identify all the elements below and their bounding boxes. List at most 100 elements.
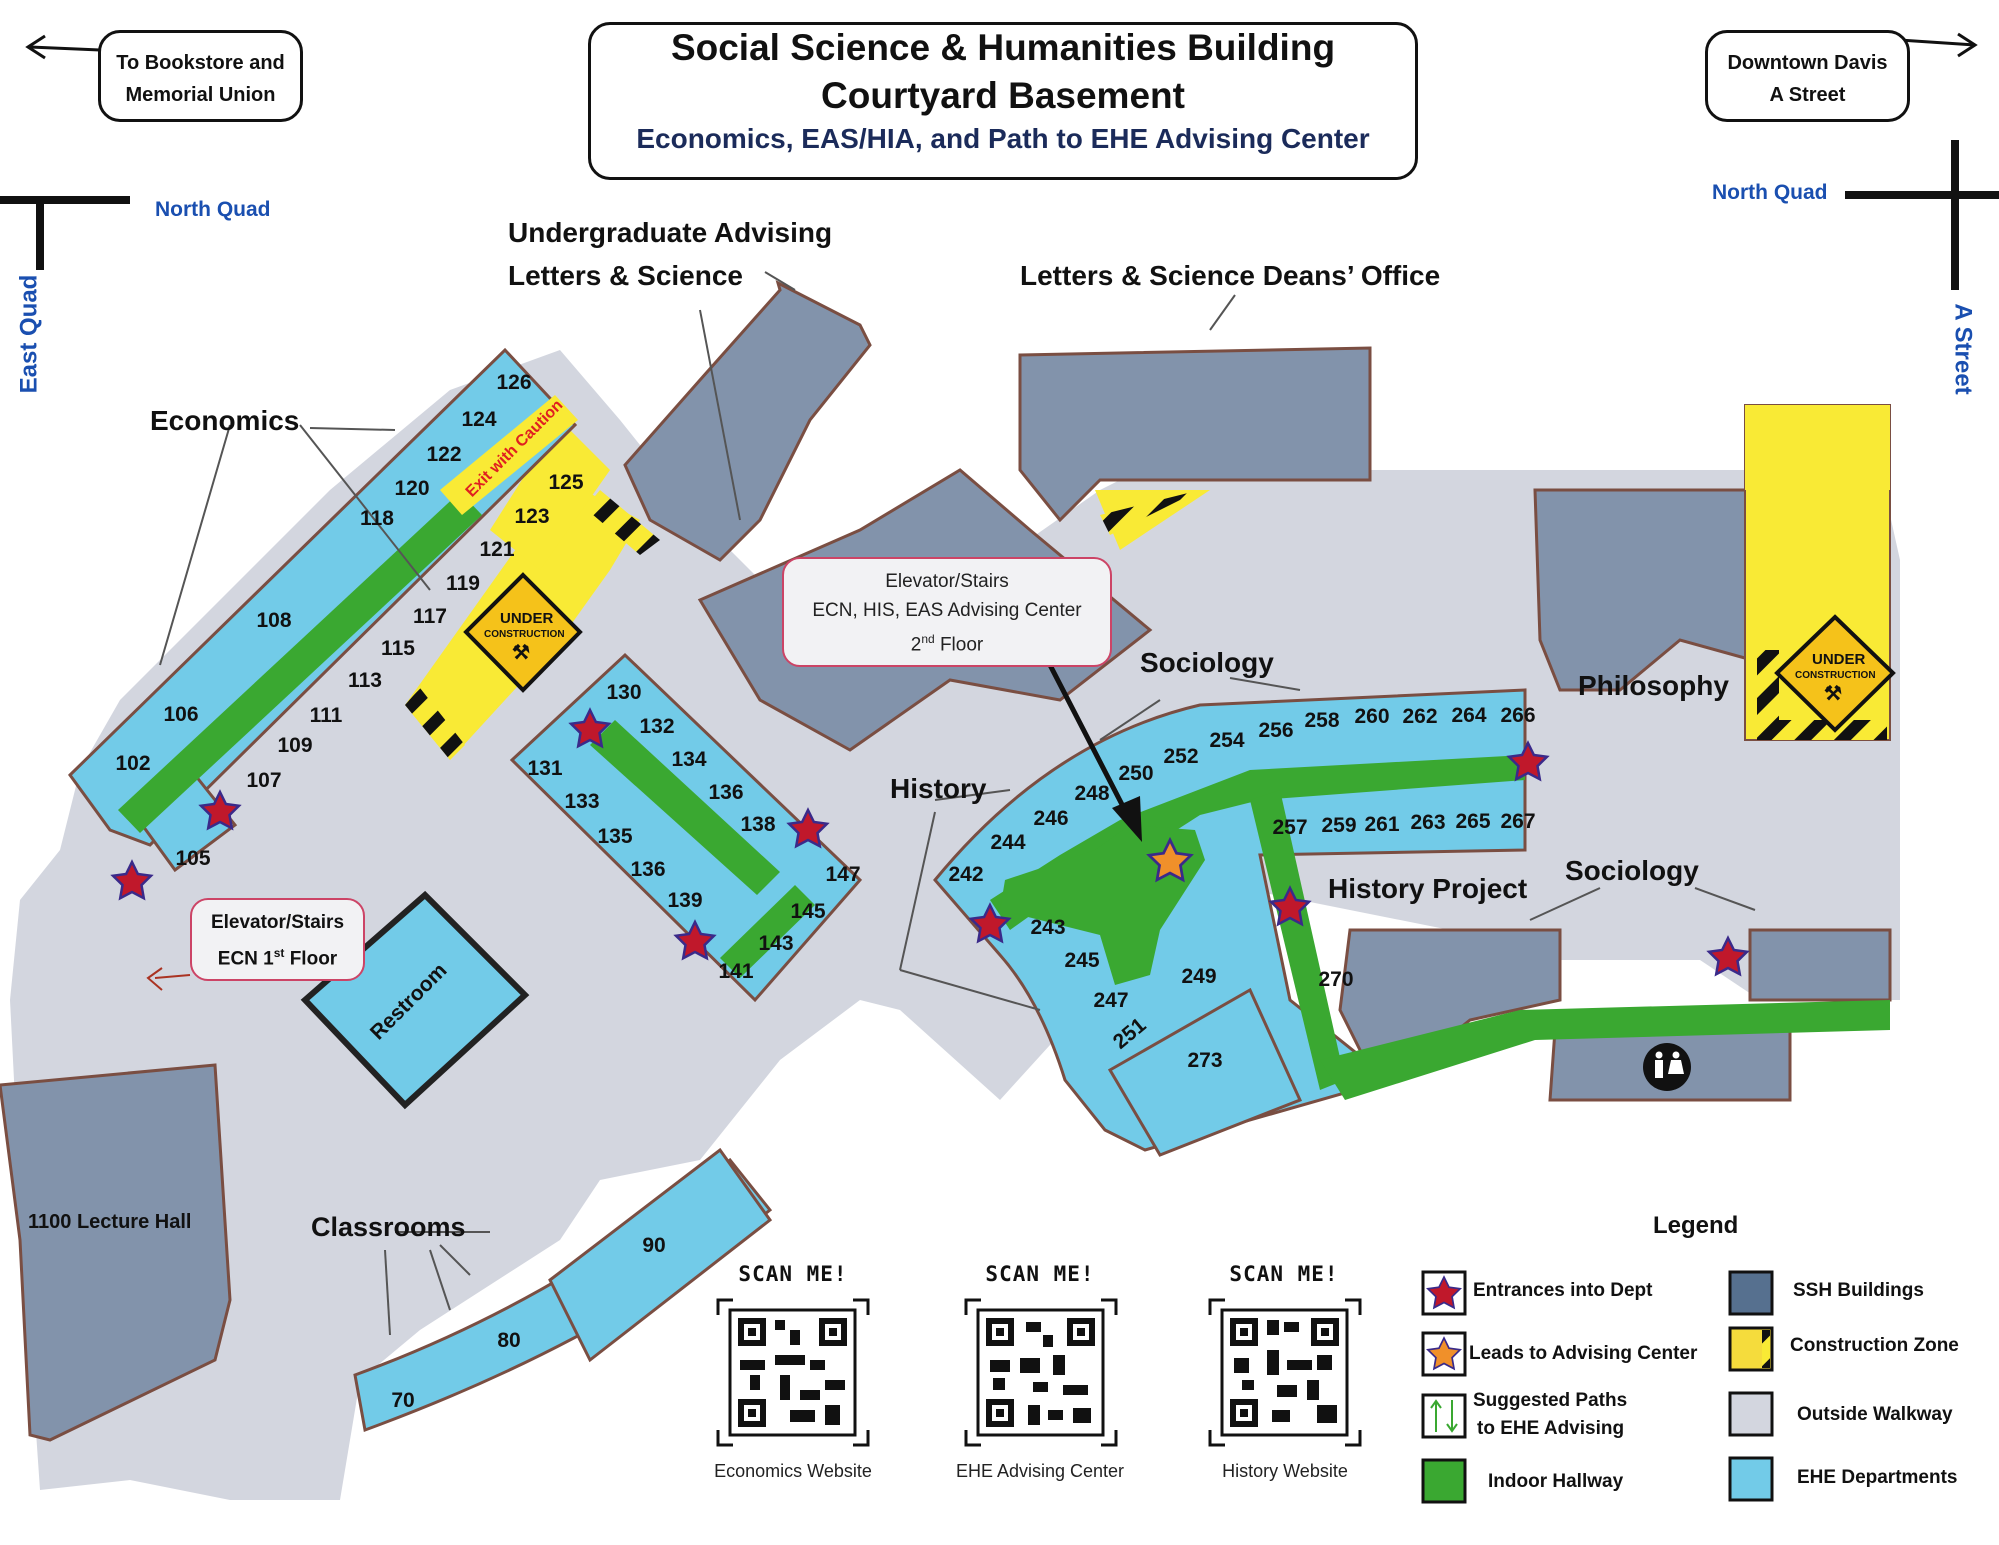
building-deans-office bbox=[1018, 346, 1372, 523]
room-126: 126 bbox=[496, 371, 532, 394]
elevator-2nd-line2: ECN, HIS, EAS Advising Center bbox=[812, 600, 1082, 621]
under-construction-sign-2 bbox=[1774, 614, 1896, 733]
room-102: 102 bbox=[115, 752, 151, 775]
sociology-top-label: Sociology bbox=[1140, 647, 1274, 678]
elevator-1st-arrow bbox=[146, 967, 191, 991]
elevator-2nd-floor-num: 2 bbox=[910, 634, 922, 656]
elevator-2nd-line3: 2nd Floor bbox=[784, 625, 1110, 659]
room-108: 108 bbox=[256, 609, 292, 632]
room-263: 263 bbox=[1410, 811, 1446, 834]
legend-ehe: EHE Departments bbox=[1797, 1467, 1958, 1488]
bookstore-sign: To Bookstore and Memorial Union bbox=[98, 30, 303, 122]
legend-hallway-swatch bbox=[1421, 1458, 1467, 1504]
room-242: 242 bbox=[948, 863, 984, 886]
elevator-2nd-floor-sup: nd bbox=[921, 632, 935, 646]
economics-label: Economics bbox=[150, 405, 300, 436]
restroom-block bbox=[300, 890, 530, 1110]
deans-office-label: Letters & Science Deans’ Office bbox=[1020, 260, 1441, 291]
construction-zone-econ-upper bbox=[490, 420, 610, 570]
room-113: 113 bbox=[348, 669, 382, 692]
room-119: 119 bbox=[446, 572, 480, 595]
room-266: 266 bbox=[1500, 704, 1536, 727]
room-147: 147 bbox=[825, 863, 861, 886]
room-80: 80 bbox=[497, 1329, 521, 1352]
room-265: 265 bbox=[1455, 810, 1491, 833]
room-109: 109 bbox=[277, 734, 313, 757]
under-label-1: UNDER bbox=[500, 610, 554, 627]
qr-caption-history: History Website bbox=[1222, 1461, 1348, 1481]
room-245: 245 bbox=[1064, 949, 1100, 972]
elevator-1st-callout: Elevator/Stairs ECN 1st Floor bbox=[190, 898, 365, 981]
sociology-right-label: Sociology bbox=[1565, 855, 1699, 886]
qr-caption-economics: Economics Website bbox=[714, 1461, 872, 1481]
room-117: 117 bbox=[413, 605, 447, 628]
room-257: 257 bbox=[1272, 816, 1308, 839]
room-254: 254 bbox=[1209, 729, 1245, 752]
bookstore-sign-line1: To Bookstore and bbox=[116, 52, 285, 74]
room-138: 138 bbox=[740, 813, 776, 836]
room-145: 145 bbox=[790, 900, 826, 923]
room-135: 135 bbox=[597, 825, 633, 848]
room-250: 250 bbox=[1118, 762, 1154, 785]
bookstore-sign-line2: Memorial Union bbox=[125, 84, 276, 106]
room-262: 262 bbox=[1402, 705, 1438, 728]
legend-hallway: Indoor Hallway bbox=[1488, 1471, 1624, 1492]
legend-paths-line1: Suggested Paths bbox=[1473, 1390, 1628, 1411]
corner-arrows bbox=[25, 32, 1978, 60]
room-134: 134 bbox=[671, 748, 707, 771]
legend-ehe-swatch bbox=[1728, 1456, 1774, 1502]
room-118: 118 bbox=[360, 507, 394, 530]
history-label: History bbox=[890, 773, 987, 804]
room-121: 121 bbox=[479, 538, 515, 561]
downtown-sign: Downtown Davis A Street bbox=[1705, 30, 1910, 122]
tools-icon-1: ⚒ bbox=[512, 642, 530, 664]
elevator-2nd-callout: Elevator/Stairs ECN, HIS, EAS Advising C… bbox=[782, 557, 1112, 667]
room-141: 141 bbox=[718, 960, 754, 983]
building-undergrad-advising bbox=[623, 280, 872, 562]
room-70: 70 bbox=[391, 1389, 415, 1412]
scan-me-label-3: SCAN ME! bbox=[1229, 1262, 1339, 1286]
undergrad-advising-label: Undergraduate Advising bbox=[508, 217, 833, 248]
legend-ssh: SSH Buildings bbox=[1793, 1280, 1924, 1301]
legend-leads: Leads to Advising Center bbox=[1469, 1343, 1698, 1364]
title-subtitle: Economics, EAS/HIA, and Path to EHE Advi… bbox=[636, 123, 1370, 154]
philosophy-label: Philosophy bbox=[1578, 670, 1729, 701]
legend-icons bbox=[1421, 1270, 1774, 1504]
room-264: 264 bbox=[1451, 704, 1487, 727]
room-258: 258 bbox=[1304, 709, 1340, 732]
qr-code-history bbox=[1220, 1308, 1349, 1437]
room-90: 90 bbox=[642, 1234, 666, 1257]
title-line2: Courtyard Basement bbox=[821, 75, 1185, 116]
legend-path-box bbox=[1421, 1393, 1467, 1439]
qr-code-ehe-advising bbox=[976, 1308, 1105, 1437]
classrooms-wing bbox=[353, 1147, 773, 1433]
classrooms-label: Classrooms bbox=[311, 1212, 466, 1242]
room-273: 273 bbox=[1187, 1049, 1223, 1072]
legend-walkway: Outside Walkway bbox=[1797, 1404, 1953, 1425]
room-124: 124 bbox=[461, 408, 497, 431]
downtown-sign-line1: Downtown Davis bbox=[1727, 52, 1888, 74]
room-244: 244 bbox=[990, 831, 1026, 854]
advising-arrow bbox=[1047, 663, 1142, 842]
room-246: 246 bbox=[1033, 807, 1069, 830]
room-143: 143 bbox=[758, 932, 794, 955]
title-line1: Social Science & Humanities Building bbox=[670, 27, 1336, 68]
room-256: 256 bbox=[1258, 719, 1294, 742]
legend-ssh-swatch bbox=[1728, 1270, 1774, 1316]
lecture-hall-label: 1100 Lecture Hall bbox=[28, 1211, 192, 1233]
room-252: 252 bbox=[1163, 745, 1199, 768]
elevator-1st-rest: Floor bbox=[284, 948, 338, 970]
room-120: 120 bbox=[394, 477, 430, 500]
downtown-sign-line2: A Street bbox=[1769, 84, 1846, 106]
room-131: 131 bbox=[527, 757, 563, 780]
exit-caution-strip bbox=[440, 395, 578, 515]
room-125: 125 bbox=[548, 471, 584, 494]
room-267: 267 bbox=[1500, 810, 1536, 833]
north-quad-right-label: North Quad bbox=[1712, 181, 1828, 204]
elevator-1st-line1: Elevator/Stairs bbox=[210, 912, 345, 933]
elevator-2nd-floor-rest: Floor bbox=[934, 634, 984, 656]
letters-science-label: Letters & Science bbox=[508, 260, 743, 291]
restroom-icon bbox=[1643, 1043, 1691, 1091]
room-261: 261 bbox=[1364, 813, 1400, 836]
qr-brackets bbox=[716, 1298, 1362, 1447]
